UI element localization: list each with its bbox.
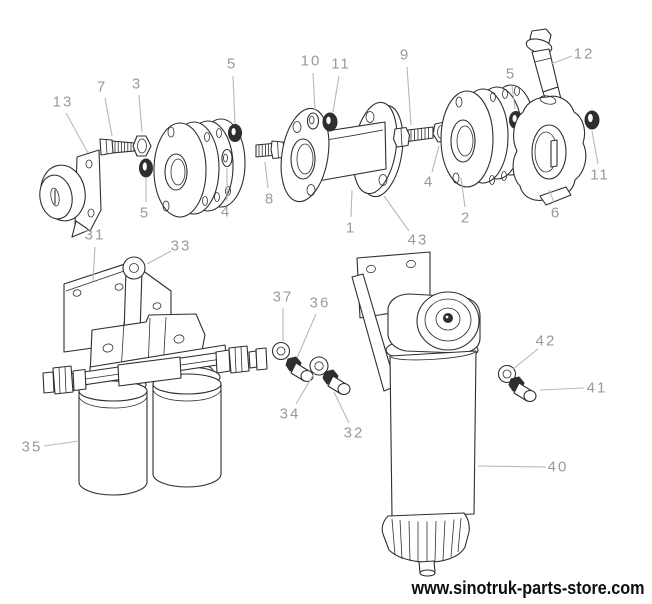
- callout-leader-line: [146, 250, 172, 265]
- callout-label: 7: [97, 79, 107, 96]
- part-40-filter-assembly: [351, 251, 481, 577]
- callout-label: 31: [85, 227, 106, 244]
- part-13-pump-bracket: [39, 149, 102, 238]
- callout-label: 6: [551, 205, 561, 222]
- pump-spacer-disc-stack: [153, 118, 246, 218]
- callout-leader-line: [383, 195, 410, 232]
- part-36-bolt: [285, 356, 314, 383]
- part-11-nut-left: [322, 112, 338, 132]
- part-41-bolt: [508, 376, 537, 403]
- callout-leader-line: [350, 189, 353, 218]
- watermark-url: www.sinotruk-parts-store.com: [411, 578, 645, 598]
- callout-leader-line: [92, 246, 96, 282]
- part-7-bolt: [99, 138, 135, 156]
- part-5-nut-lower: [139, 158, 153, 178]
- callout-leader-line: [333, 391, 350, 424]
- callout-label: 36: [310, 295, 331, 312]
- callout-leader-line: [295, 371, 316, 405]
- callout-leader-line: [431, 145, 440, 173]
- callout-leader-line: [591, 130, 599, 165]
- part-12-flange-bolt: [525, 28, 562, 105]
- callout-leader-line: [477, 465, 547, 468]
- part-34-washer: [309, 356, 329, 376]
- callout-label: 1: [346, 220, 356, 237]
- callout-label: 40: [548, 459, 569, 476]
- callout-label: 12: [574, 46, 595, 63]
- callout-label: 9: [400, 47, 410, 64]
- callout-leader-line: [511, 85, 516, 110]
- callout-leader-line: [332, 75, 340, 113]
- callout-label: 42: [536, 333, 557, 350]
- callout-label: 32: [344, 425, 365, 442]
- callout-leader-line: [550, 55, 573, 65]
- callout-leader-line: [548, 189, 555, 203]
- callout-leader-line: [512, 348, 539, 370]
- callout-label: 4: [424, 174, 434, 191]
- callout-leader-line: [406, 66, 412, 126]
- callout-label: 43: [408, 232, 429, 249]
- part-35-filter-cartridges: [78, 373, 222, 496]
- callout-label: 8: [265, 191, 275, 208]
- part-4-washer-left: [221, 148, 233, 168]
- callout-label: 5: [506, 66, 516, 83]
- callout-label: 5: [227, 56, 237, 73]
- callout-label: 10: [301, 53, 322, 70]
- callout-leader-line: [43, 440, 80, 447]
- fuel-inlet-pipe: [42, 344, 268, 395]
- callout-label: 37: [273, 289, 294, 306]
- part-32-bolt: [322, 369, 351, 396]
- callout-label: 34: [280, 406, 301, 423]
- callout-label: 13: [53, 94, 74, 111]
- callout-label: 5: [140, 205, 150, 222]
- part-1-connecting-tube: [280, 101, 404, 203]
- part-10-washer: [306, 112, 320, 130]
- callout-label: 4: [221, 204, 231, 221]
- callout-leader-line: [296, 313, 317, 359]
- callout-leader-line: [312, 72, 316, 111]
- callout-leader-line: [539, 387, 585, 391]
- callout-label: 41: [587, 380, 608, 397]
- callout-label: 3: [132, 76, 142, 93]
- part-37-washer: [271, 341, 291, 361]
- callout-leader-line: [65, 112, 89, 154]
- part-9-bolt: [392, 126, 434, 148]
- callout-leader-line: [232, 75, 236, 125]
- callout-label: 11: [590, 167, 610, 184]
- part-8-bolt: [255, 140, 286, 160]
- callout-leader-line: [138, 94, 143, 133]
- part-33-clamp-eyelet: [122, 256, 146, 335]
- part-5-nut-upper: [228, 124, 242, 142]
- callout-label: 11: [331, 56, 351, 73]
- part-6-filter-head-housing: [512, 95, 587, 206]
- callout-label: 35: [22, 439, 43, 456]
- callout-label: 2: [461, 210, 471, 227]
- callout-leader-line: [264, 161, 269, 189]
- part-42-washer: [497, 364, 517, 384]
- callout-label: 33: [171, 238, 192, 255]
- callout-leader-line: [104, 97, 113, 137]
- part-11-nut-right: [584, 110, 600, 130]
- part-3-nut: [132, 135, 152, 157]
- callout-leader-line: [460, 177, 466, 208]
